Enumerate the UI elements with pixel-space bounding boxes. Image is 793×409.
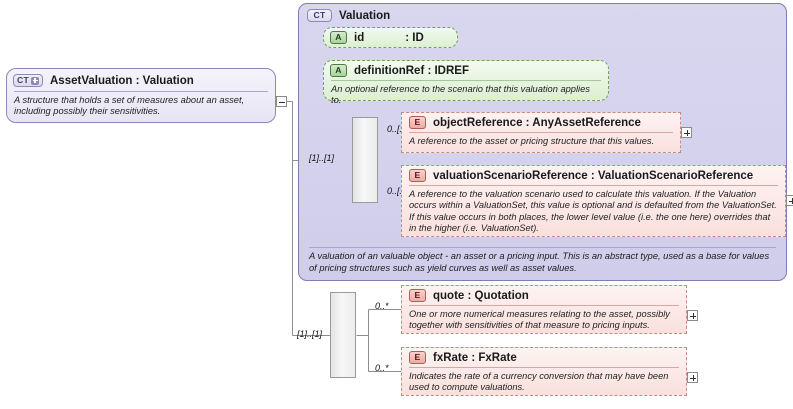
element-objectreference-documentation: A reference to the asset or pricing stru… [409,136,655,146]
quote-cardinality: 0..* [375,301,389,311]
element-icon: E [409,116,426,129]
element-fxrate-title-row: E fxRate : FxRate [402,348,686,366]
element-fxrate-documentation: Indicates the rate of a currency convers… [409,371,669,393]
element-fxrate[interactable]: E fxRate : FxRate Indicates the rate of … [401,347,687,396]
sequence-compositor-assetvaluation[interactable] [330,292,356,378]
element-valuationscenarioreference[interactable]: E valuationScenarioReference : Valuation… [401,165,786,237]
attribute-icon: A [330,31,347,44]
attribute-definitionref-title: definitionRef : IDREF [354,64,469,77]
fxrate-expand-toggle[interactable] [687,372,698,383]
assetvaluation-sequence-cardinality: [1]..[1] [297,329,323,339]
element-objectreference-divider [409,132,673,133]
valuation-documentation: A valuation of an valuable object - an a… [309,251,770,273]
valuation-title: Valuation [339,9,391,22]
element-quote-title-row: E quote : Quotation [402,286,686,304]
element-quote-documentation: One or more numerical measures relating … [409,309,670,331]
assetvaluation-title-row: CT AssetValuation : Valuation [7,69,275,90]
assetvaluation-title: AssetValuation : Valuation [50,74,194,87]
element-valuationscenarioreference-title: valuationScenarioReference : ValuationSc… [433,169,754,182]
attribute-id-type: : ID [405,31,424,44]
element-quote[interactable]: E quote : Quotation One or more numerica… [401,285,687,334]
attribute-id[interactable]: A id : ID [323,27,458,48]
quote-expand-toggle[interactable] [687,310,698,321]
element-icon: E [409,289,426,302]
attribute-icon: A [330,64,347,77]
assetvaluation-divider [14,91,268,92]
element-objectreference[interactable]: E objectReference : AnyAssetReference A … [401,112,681,153]
element-objectreference-title: objectReference : AnyAssetReference [433,116,641,129]
element-icon: E [409,351,426,364]
element-quote-title: quote : Quotation [433,289,529,302]
sequence-cardinality: [1]..[1] [309,153,335,163]
fxrate-cardinality: 0..* [375,363,389,373]
element-icon: E [409,169,426,182]
element-valuationscenarioreference-title-row: E valuationScenarioReference : Valuation… [402,166,785,184]
attribute-definitionref-title-row: A definitionRef : IDREF [324,61,608,79]
assetvaluation-documentation: A structure that holds a set of measures… [14,95,245,117]
element-fxrate-divider [409,367,679,368]
element-fxrate-title: fxRate : FxRate [433,351,517,364]
sequence-compositor-valuation[interactable] [352,117,378,203]
complex-type-assetvaluation[interactable]: CT AssetValuation : Valuation A structur… [6,68,276,123]
element-objectreference-title-row: E objectReference : AnyAssetReference [402,113,680,131]
attribute-id-title-row: A id : ID [324,28,457,47]
element-valuationscenarioreference-divider [409,185,778,186]
assetvaluation-collapse-toggle[interactable] [276,96,287,107]
objectreference-expand-toggle[interactable] [681,127,692,138]
valuationscenarioreference-expand-toggle[interactable] [786,195,793,206]
footer-divider [309,247,776,248]
attribute-id-label: id [354,31,365,44]
element-quote-divider [409,305,679,306]
attribute-definitionref-documentation: An optional reference to the scenario th… [331,84,590,106]
valuation-title-row: CT Valuation [299,4,786,25]
attribute-definitionref[interactable]: A definitionRef : IDREF An optional refe… [323,60,609,105]
valuationscenarioreference-cardinality: 0..[1] [387,186,408,196]
complex-type-icon: CT [307,9,332,22]
complex-type-expandable-icon: CT [13,74,43,87]
objectreference-cardinality: 0..[1] [387,124,408,134]
valuation-documentation-footer: A valuation of an valuable object - an a… [299,243,786,280]
attribute-definitionref-divider [331,80,601,81]
element-valuationscenarioreference-documentation: A reference to the valuation scenario us… [409,189,777,234]
